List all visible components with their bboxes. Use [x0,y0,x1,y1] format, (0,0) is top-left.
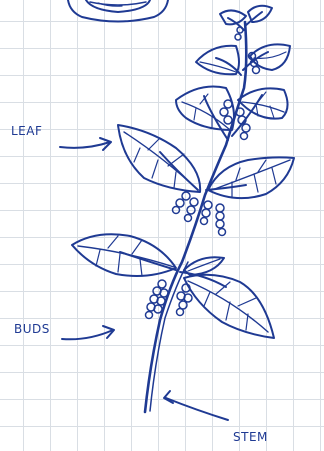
stem-label: STEM [233,430,268,444]
leaf-arrow [60,138,111,150]
leaf-label: LEAF [11,124,42,138]
leaf [118,125,200,192]
leaf [220,10,246,24]
buds-arrow [62,326,114,339]
pot-top [68,0,168,22]
leaf [72,234,176,276]
leaf [196,46,239,74]
buds-label: BUDS [14,322,50,336]
leaf [238,88,288,118]
stem-arrow [164,391,228,420]
